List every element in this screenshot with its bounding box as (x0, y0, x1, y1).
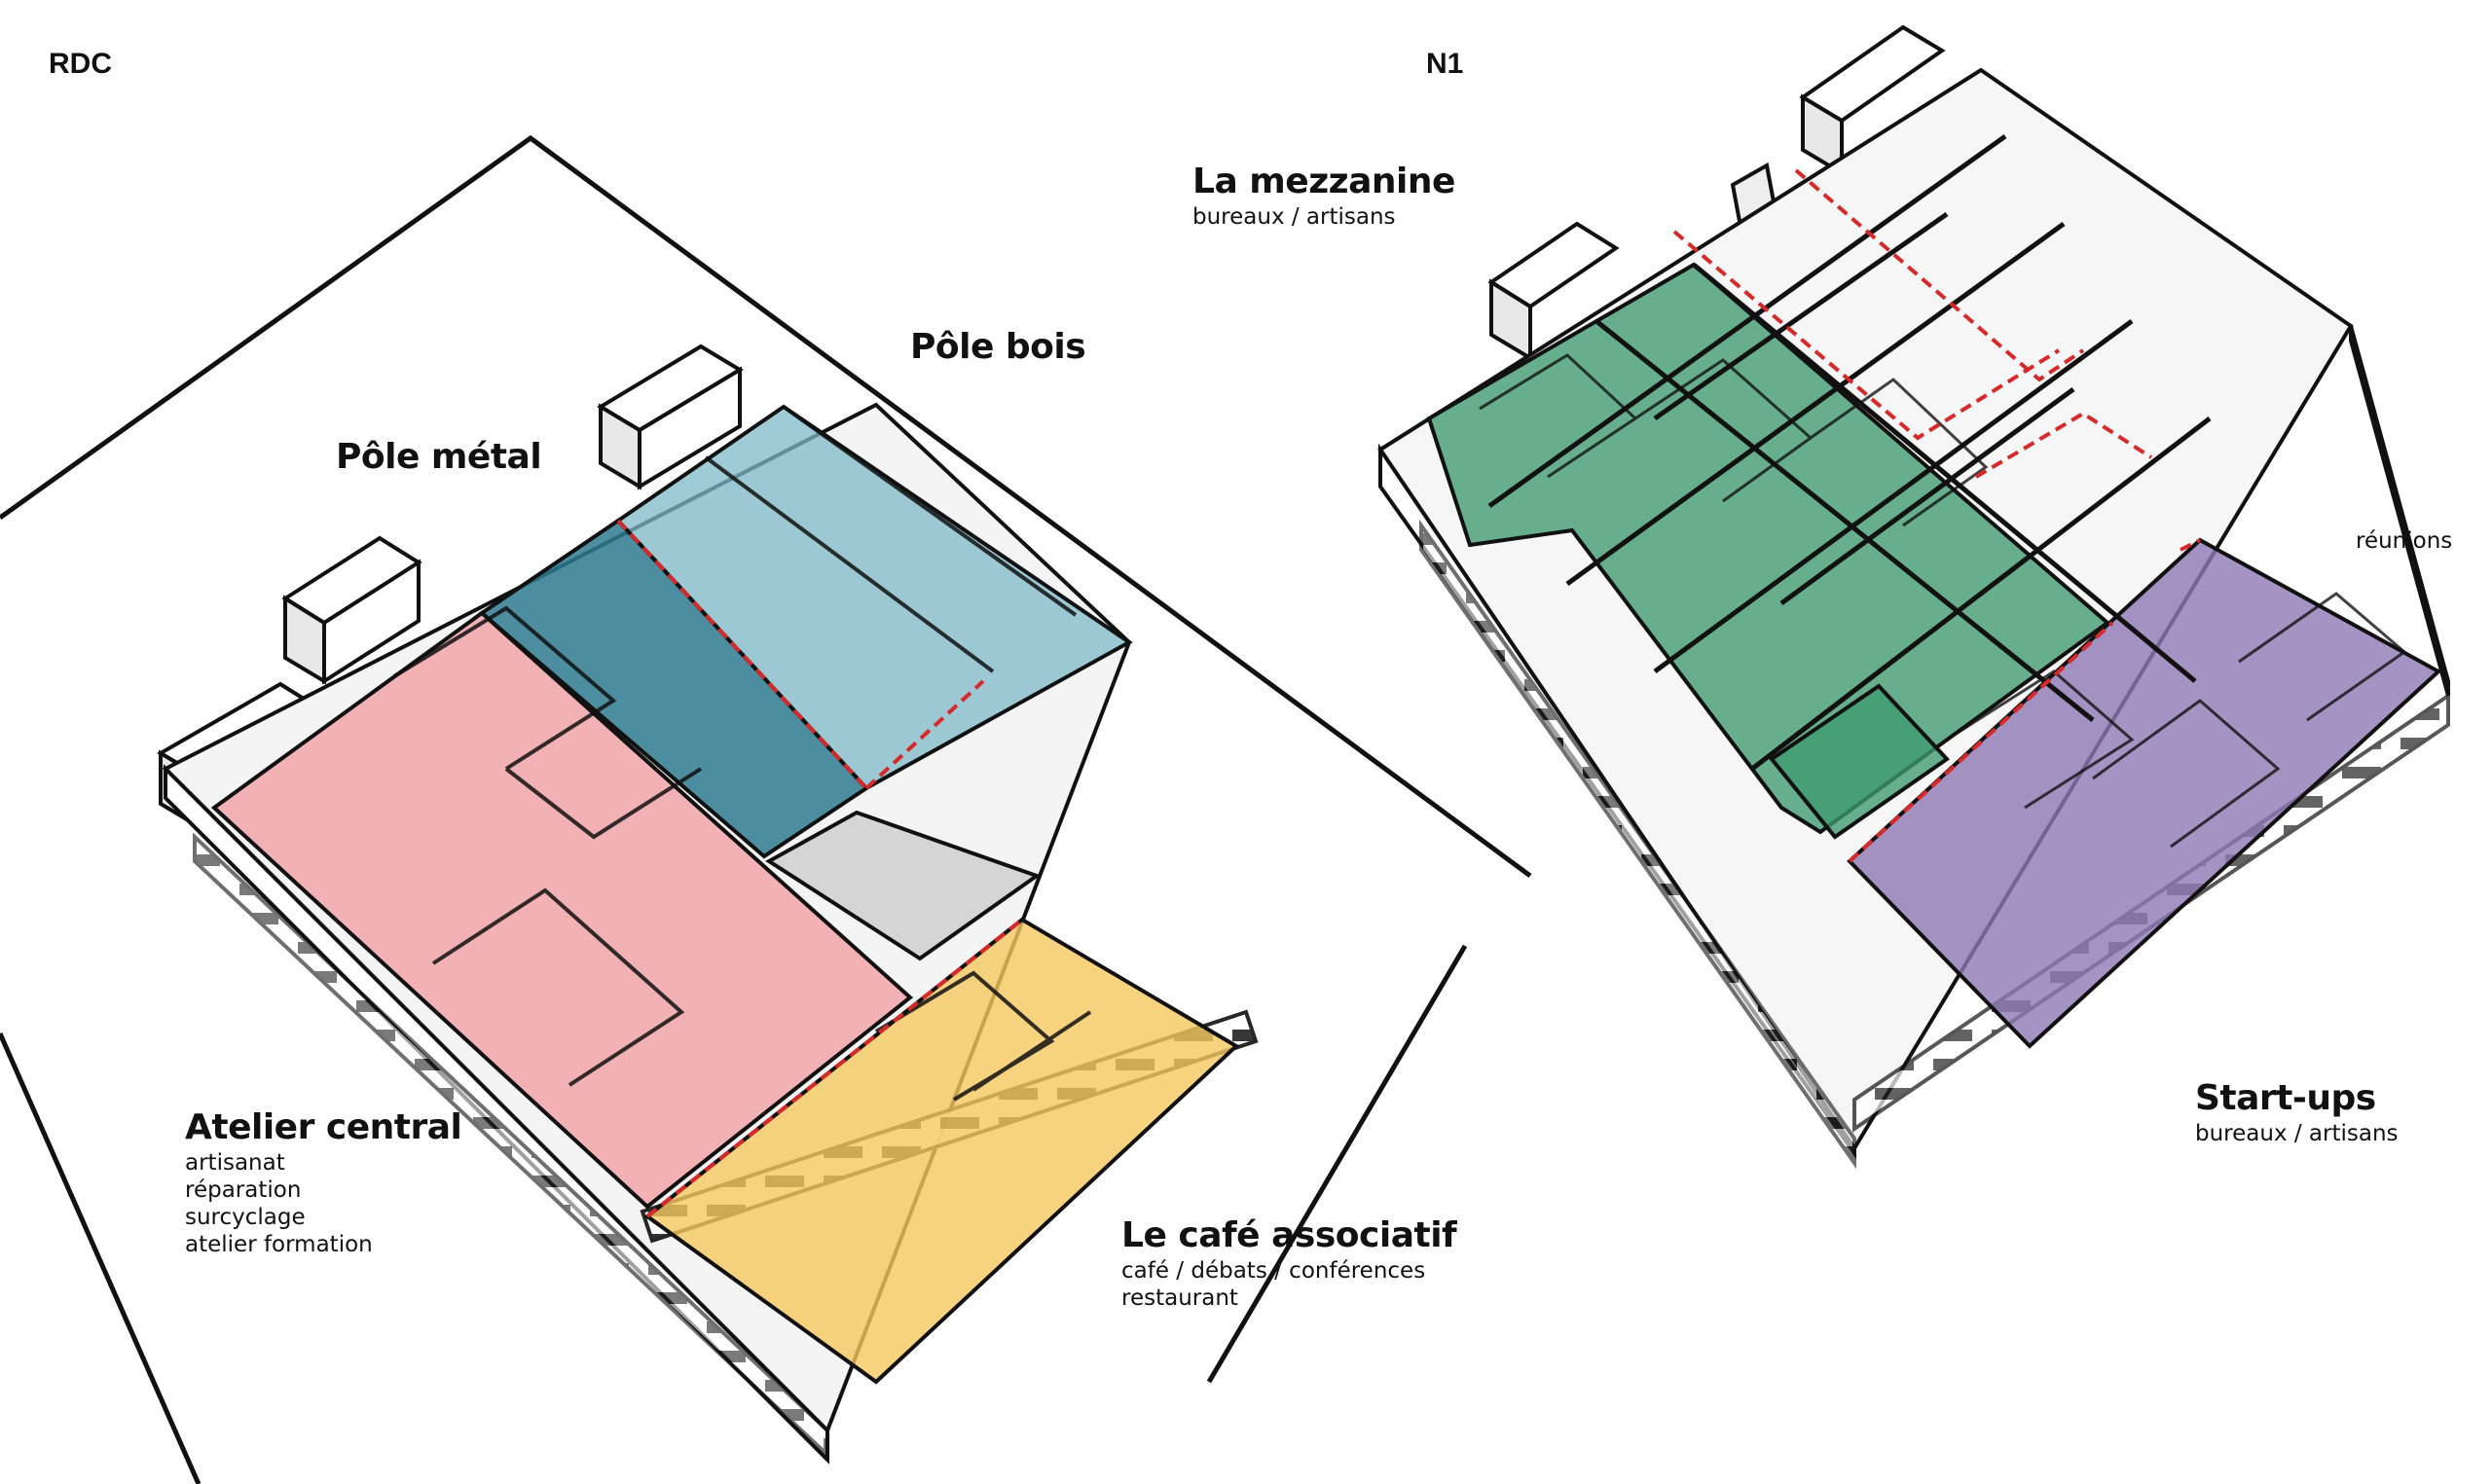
zone-line: surcyclage (185, 1205, 306, 1230)
zone-mezzanine-stair (1769, 683, 1951, 840)
level-label-rdc: RDC (49, 48, 112, 80)
zone-title-mezzanine: La mezzanine (1192, 162, 1455, 201)
zone-title-pole-bois: Pôle bois (910, 327, 1086, 367)
first-floor-plan (1377, 24, 2450, 1170)
first-zone-separators (1672, 168, 2201, 863)
ground-partitions (392, 405, 1092, 1102)
zone-title-reunions: réunions (2356, 528, 2453, 554)
zone-line: bureaux / artisans (2195, 1120, 2399, 1146)
zone-label-atelier-central: Atelier central artisanat réparation sur… (185, 1106, 462, 1258)
ground-floor-plan (0, 134, 1532, 1484)
zone-title-pole-metal: Pôle métal (336, 437, 542, 477)
level-label-n1: N1 (1426, 48, 1464, 80)
service-area (765, 810, 1042, 961)
zone-title-startups: Start-ups (2195, 1078, 2376, 1118)
zone-label-startups: Start-ups bureaux / artisans (2195, 1077, 2399, 1147)
site-boundary (0, 134, 1532, 1484)
ground-zone-separators (616, 519, 1024, 1218)
zone-atelier-central (210, 610, 914, 1210)
zone-line: restaurant (1121, 1285, 1238, 1311)
zone-line: café / débats / conférences (1121, 1257, 1426, 1284)
zone-line: artisanat (185, 1149, 285, 1176)
zone-line: réparation (185, 1176, 302, 1203)
zone-title-cafe: Le café associatif (1121, 1215, 1457, 1255)
zone-label-mezzanine: La mezzanine bureaux / artisans (1192, 161, 1455, 231)
zone-line: bureaux / artisans (1192, 203, 1396, 230)
first-partitions (1479, 353, 2407, 849)
zone-label-cafe: Le café associatif café / débats / confé… (1121, 1214, 1457, 1312)
zone-line: atelier formation (185, 1232, 373, 1258)
zone-title-atelier-central: Atelier central (185, 1107, 462, 1147)
